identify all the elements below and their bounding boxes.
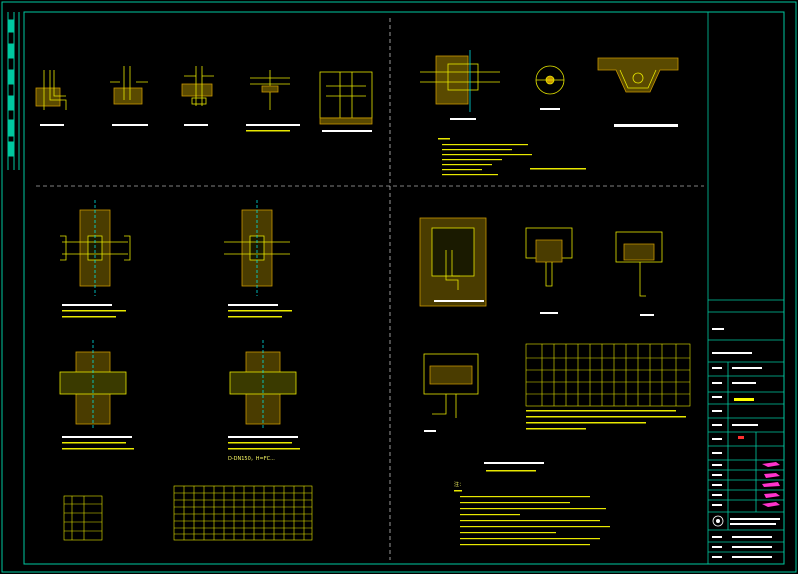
title-block <box>707 12 784 564</box>
detail-sleeve-section <box>319 71 373 125</box>
detail-cover-plate <box>535 65 565 95</box>
detail-flexible-sleeve <box>420 50 500 112</box>
detail-pipe-through-slab-1 <box>35 70 67 110</box>
inner-border <box>23 11 785 565</box>
title-red-mark <box>738 436 744 439</box>
detail-casing-section-c <box>59 340 127 430</box>
bottom-right-notes <box>424 300 686 546</box>
casing-reference-note: D-DN150，H=FC... <box>228 456 275 462</box>
table-small <box>63 495 103 541</box>
binding-strip <box>7 12 20 170</box>
signature-stamps <box>762 462 780 507</box>
detail-trench-section <box>597 57 679 93</box>
detail-drain-section <box>423 353 479 418</box>
detail-casing-section-b <box>224 200 290 296</box>
top-left-captions <box>40 124 372 132</box>
detail-waterproof-b <box>615 231 663 297</box>
detail-pipe-through-slab-3 <box>181 66 214 106</box>
detail-casing-section-a <box>60 200 131 296</box>
top-right-captions <box>450 108 678 127</box>
table-drain-sizes <box>525 343 691 407</box>
table-dimensions <box>173 485 313 541</box>
casing-captions <box>62 304 300 450</box>
detail-floor-drain <box>419 217 487 307</box>
title-highlight-bar <box>734 398 754 401</box>
top-right-notes <box>438 138 586 176</box>
detail-waterproof-a <box>525 227 573 287</box>
detail-casing-section-d <box>229 340 297 430</box>
footnote-label: 注： <box>454 482 465 488</box>
title-block-text <box>712 328 780 558</box>
detail-pipe-through-slab-2 <box>110 66 148 105</box>
company-seal-icon <box>712 515 724 527</box>
detail-wall-penetration <box>250 70 290 110</box>
